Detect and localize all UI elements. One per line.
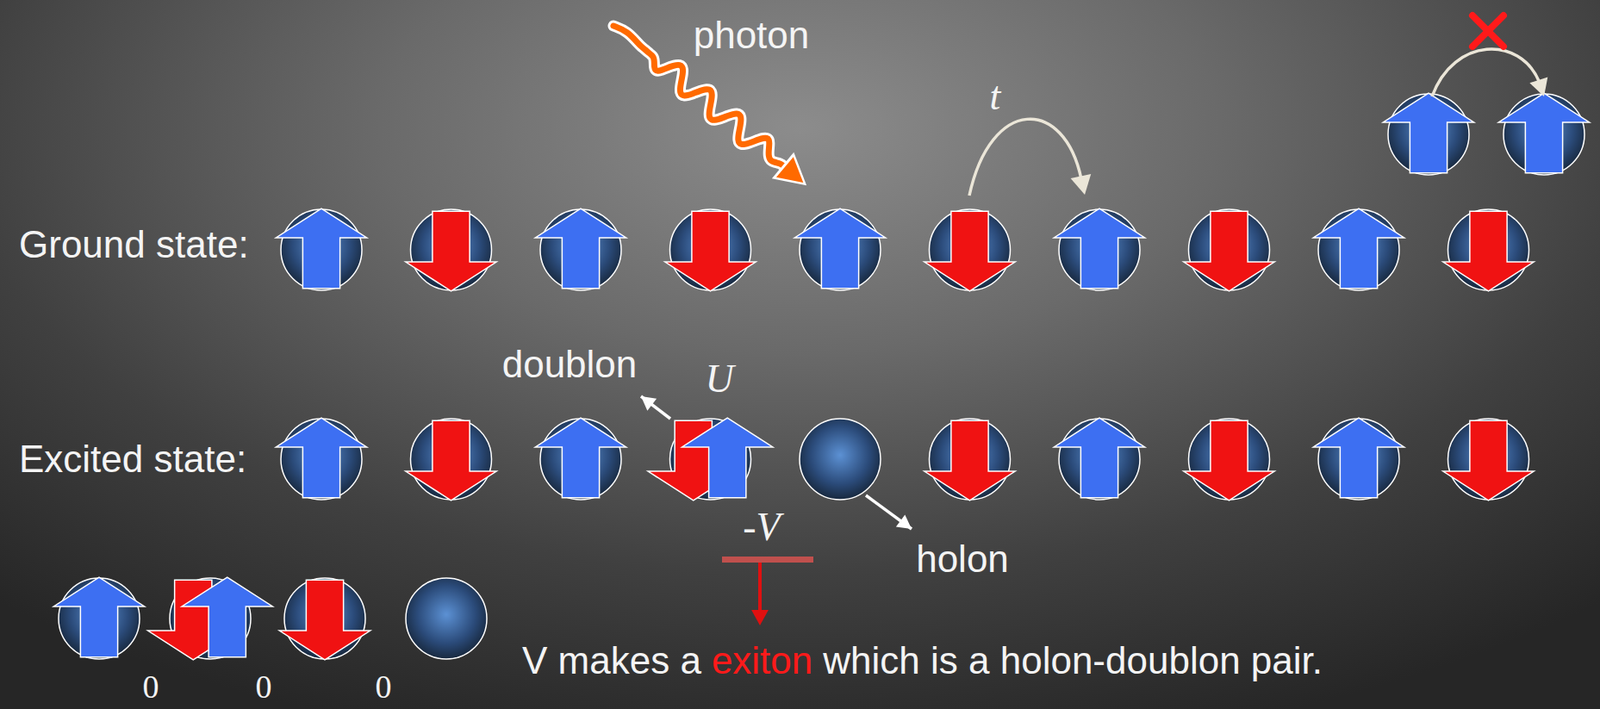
spin-up-arrow	[794, 208, 885, 289]
site-value: 0	[255, 668, 273, 707]
forbidden-hop-arc	[1431, 49, 1539, 97]
note-highlight: exiton	[711, 639, 813, 684]
site-circle	[405, 578, 487, 660]
note-text: V makes a	[522, 639, 702, 684]
lattice-site	[1443, 209, 1534, 292]
arrow-head	[751, 610, 769, 626]
lattice-site	[405, 418, 497, 501]
lattice-site	[924, 209, 1015, 292]
lattice-site	[1443, 418, 1534, 501]
doublon-leader	[641, 396, 671, 419]
spin-down-arrow	[405, 211, 497, 292]
spin-up-arrow	[1313, 208, 1404, 289]
spin-down-arrow	[665, 211, 756, 292]
lattice-site	[279, 578, 370, 660]
lattice-site	[1183, 418, 1275, 501]
photon-head-outline	[771, 152, 807, 186]
note-text: which is a holon-doublon pair.	[822, 639, 1323, 684]
lattice-site	[1053, 208, 1145, 291]
forbidden-cross	[1472, 15, 1504, 47]
holon-leader	[865, 495, 912, 530]
photon-head	[776, 156, 804, 183]
lattice-site	[275, 208, 367, 291]
row-label: Ground state:	[18, 223, 250, 268]
lattice-site	[53, 577, 144, 660]
lattice-site	[1183, 209, 1275, 292]
lattice-site	[924, 418, 1015, 501]
lattice-site	[405, 209, 497, 292]
spin-up-arrow	[535, 417, 626, 499]
lattice-site	[1313, 208, 1404, 291]
potential-arrow	[758, 562, 762, 611]
arrow-head	[641, 396, 657, 411]
doublon-label: doublon	[502, 342, 638, 387]
arrow-head	[896, 514, 912, 530]
spin-down-arrow	[924, 211, 1015, 292]
lattice-site	[148, 577, 274, 660]
site-value: 0	[375, 668, 393, 707]
spin-up-arrow	[1382, 93, 1474, 174]
lattice-site	[799, 418, 881, 500]
lattice-site	[647, 417, 773, 501]
spin-up-arrow	[181, 577, 273, 658]
photon-label: photon	[693, 13, 810, 58]
arrow-head	[1070, 174, 1092, 195]
lattice-site	[535, 208, 626, 291]
spin-up-arrow	[1053, 208, 1145, 289]
arrow-head	[1529, 77, 1548, 97]
interaction-symbol: U	[704, 356, 734, 403]
spin-down-arrow	[1443, 211, 1534, 292]
spin-down-arrow	[1443, 420, 1534, 501]
site-value: 0	[143, 668, 160, 707]
lattice-site	[1053, 417, 1145, 500]
spin-up-arrow	[1313, 417, 1404, 499]
row-label: Excited state:	[18, 437, 247, 482]
spin-up-arrow	[275, 417, 367, 499]
forbidden-cross	[1472, 15, 1504, 47]
lattice-site	[405, 578, 487, 660]
spin-down-arrow	[1183, 420, 1275, 501]
holon-label: holon	[915, 537, 1009, 582]
spin-down-arrow	[924, 420, 1015, 501]
lattice-site	[1498, 93, 1589, 175]
spin-down-arrow	[405, 420, 497, 501]
hopping-arc	[969, 118, 1082, 196]
lattice-site	[794, 208, 885, 291]
spin-down-arrow	[279, 579, 370, 660]
spin-up-arrow	[682, 417, 773, 499]
potential-symbol: -V	[742, 504, 780, 551]
spin-up-arrow	[535, 208, 626, 289]
lattice-site	[1313, 417, 1404, 500]
lattice-site	[1382, 93, 1474, 175]
spin-down-arrow	[1183, 211, 1275, 292]
lattice-site	[275, 417, 367, 500]
spin-up-arrow	[53, 577, 144, 658]
spin-up-arrow	[1498, 93, 1589, 174]
lattice-site	[665, 209, 756, 292]
spin-up-arrow	[1053, 417, 1145, 499]
site-circle	[799, 418, 881, 500]
spin-up-arrow	[275, 208, 367, 289]
hopping-symbol: t	[989, 74, 1002, 120]
potential-bar	[722, 556, 814, 563]
lattice-site	[535, 417, 626, 500]
